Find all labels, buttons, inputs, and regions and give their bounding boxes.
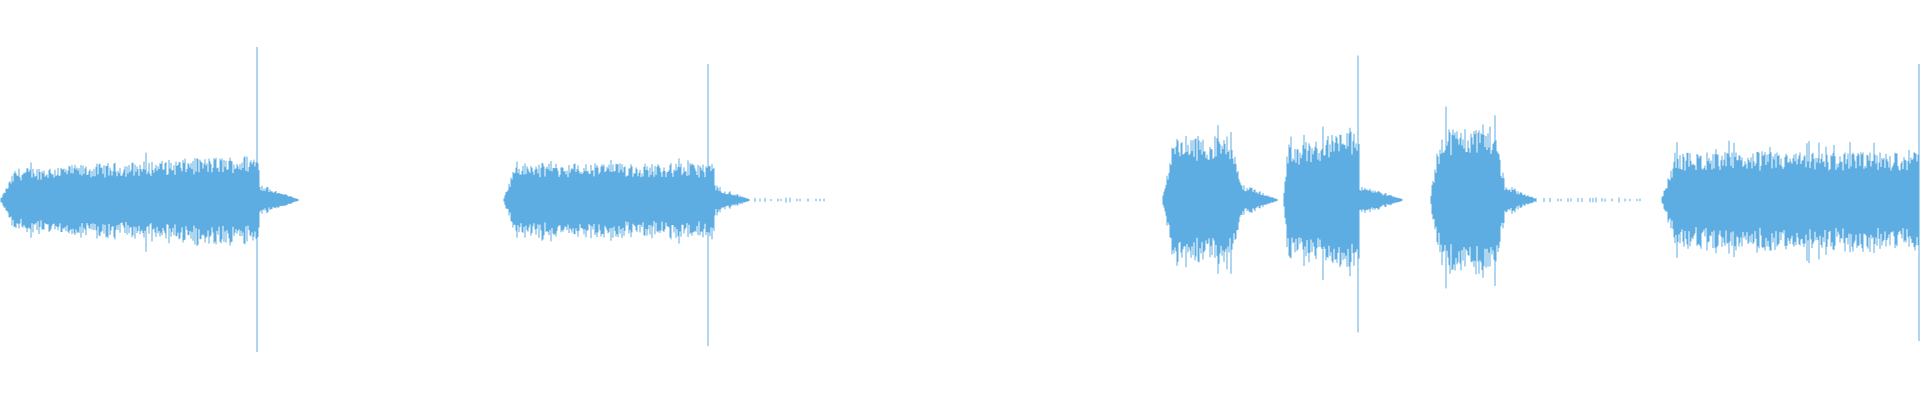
- waveform-group: [0, 47, 1920, 353]
